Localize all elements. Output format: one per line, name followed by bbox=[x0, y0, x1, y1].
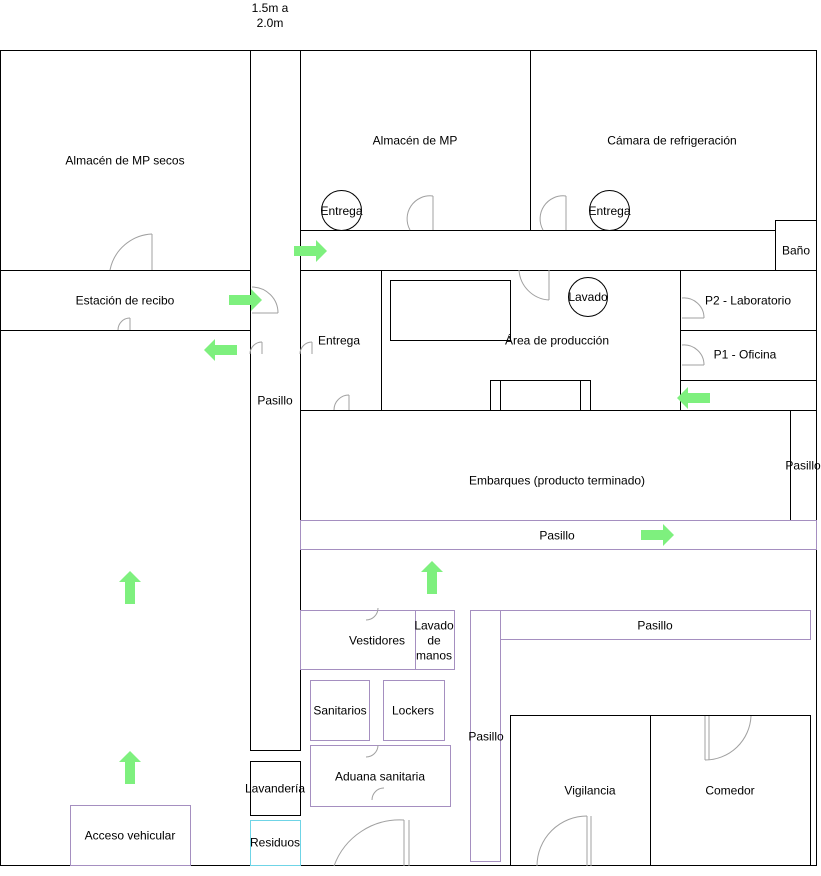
label-estacion-recibo: Estación de recibo bbox=[75, 293, 175, 308]
room-sanitarios bbox=[310, 680, 370, 741]
label-pasillo-right: Pasillo bbox=[785, 458, 821, 473]
label-comedor: Comedor bbox=[705, 783, 755, 798]
door-icon bbox=[249, 341, 263, 355]
label-pasillo-main: Pasillo bbox=[539, 528, 575, 543]
room-acceso-vehicular bbox=[70, 805, 191, 866]
label-bano: Baño bbox=[781, 243, 811, 258]
room-entrega bbox=[300, 270, 382, 411]
door-icon bbox=[251, 286, 279, 314]
room-p1-oficina bbox=[680, 330, 817, 381]
label-almacen-mp-secos: Almacén de MP secos bbox=[65, 153, 185, 168]
door-icon bbox=[371, 787, 385, 801]
room-estacion-recibo bbox=[0, 270, 251, 331]
label-p2-laboratorio: P2 - Laboratorio bbox=[704, 293, 792, 308]
door-icon bbox=[365, 607, 379, 621]
label-embarques: Embarques (producto terminado) bbox=[468, 473, 646, 488]
room-residuos bbox=[250, 820, 301, 866]
label-pasillo-left: Pasillo bbox=[257, 393, 293, 408]
label-area-produccion: Área de producción bbox=[504, 333, 610, 348]
door-icon bbox=[333, 819, 410, 867]
label-sanitarios: Sanitarios bbox=[313, 703, 367, 718]
room-pasillo-vertical bbox=[470, 610, 501, 862]
door-icon bbox=[518, 269, 550, 301]
room-pasillo-main bbox=[300, 520, 817, 550]
flow-arrow-icon bbox=[204, 339, 237, 361]
room-vestidores bbox=[300, 610, 416, 670]
room-lavado-manos bbox=[415, 610, 455, 670]
room-aduana-sanitaria bbox=[310, 745, 451, 807]
label-camara-refrigeracion: Cámara de refrigeración bbox=[607, 133, 737, 148]
door-icon bbox=[117, 317, 131, 331]
flow-arrow-icon bbox=[294, 240, 327, 262]
label-residuos: Residuos bbox=[249, 835, 301, 850]
room-comedor bbox=[650, 715, 811, 866]
production-table bbox=[390, 280, 511, 341]
door-icon bbox=[704, 715, 752, 761]
label-lockers: Lockers bbox=[391, 703, 435, 718]
door-icon bbox=[536, 815, 592, 867]
label-lavanderia: Lavandería bbox=[244, 781, 306, 796]
entrega-circle-2: Entrega bbox=[588, 190, 631, 231]
door-icon bbox=[681, 297, 705, 319]
label-vigilancia: Vigilancia bbox=[564, 783, 616, 798]
door-icon bbox=[365, 744, 379, 758]
flow-arrow-icon bbox=[677, 387, 710, 409]
room-lavanderia bbox=[250, 761, 301, 816]
label-lavado-manos: Lavado de manos bbox=[414, 618, 454, 663]
label-acceso-vehicular: Acceso vehicular bbox=[84, 828, 176, 843]
flow-arrow-icon bbox=[229, 289, 262, 311]
label-pasillo-vertical: Pasillo bbox=[468, 729, 504, 744]
room-camara-refrigeracion bbox=[530, 50, 817, 231]
label-aduana-sanitaria: Aduana sanitaria bbox=[334, 769, 426, 784]
entrega-circle-1: Entrega bbox=[320, 190, 363, 231]
flow-arrow-icon bbox=[119, 571, 141, 604]
door-icon bbox=[299, 341, 313, 355]
label-almacen-mp: Almacén de MP bbox=[372, 133, 458, 148]
dimension-label: 1.5m a 2.0m bbox=[251, 1, 289, 30]
door-icon bbox=[333, 394, 350, 411]
door-icon bbox=[109, 233, 153, 271]
label-pasillo-mid: Pasillo bbox=[637, 618, 673, 633]
room-vigilancia bbox=[510, 715, 651, 866]
room-almacen-mp-secos bbox=[0, 50, 251, 271]
door-icon bbox=[406, 195, 434, 231]
room-pasillo-mid bbox=[500, 610, 811, 640]
room-pasillo-right bbox=[790, 410, 817, 521]
room-corridor-top bbox=[300, 230, 817, 271]
room-lockers bbox=[383, 680, 445, 741]
flow-arrow-icon bbox=[119, 751, 141, 784]
label-vestidores: Vestidores bbox=[348, 633, 406, 648]
production-line-inner bbox=[500, 380, 581, 411]
label-entrega: Entrega bbox=[317, 333, 361, 348]
flow-arrow-icon bbox=[641, 524, 674, 546]
flow-arrow-icon bbox=[421, 561, 443, 594]
door-icon bbox=[681, 344, 705, 366]
door-icon bbox=[539, 195, 567, 231]
label-p1-oficina: P1 - Oficina bbox=[713, 347, 777, 362]
lavado-circle: Lavado bbox=[568, 277, 608, 317]
room-embarques bbox=[300, 410, 817, 521]
